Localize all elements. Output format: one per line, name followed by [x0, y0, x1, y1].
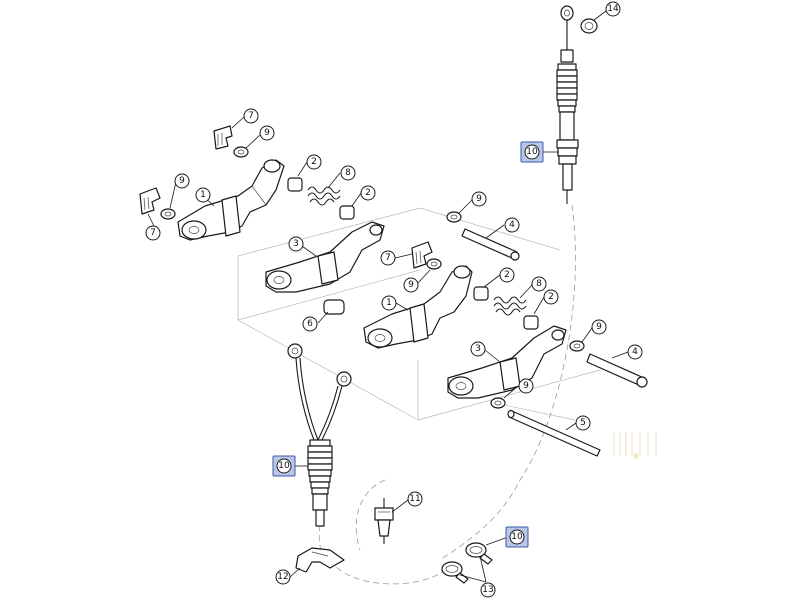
callout-14-label: 14: [607, 4, 619, 14]
part-9-washer-b: [160, 208, 176, 220]
dashed-routing-lines: [318, 204, 576, 585]
part-7-clip-left: [139, 187, 161, 215]
callout-8-a[interactable]: 8: [340, 165, 356, 181]
callout-9-a[interactable]: 9: [259, 125, 275, 141]
callout-1-b-label: 1: [386, 298, 392, 308]
callout-7-b[interactable]: 7: [145, 225, 161, 241]
callout-4-a[interactable]: 4: [504, 217, 520, 233]
part-2-bushing-a: [287, 177, 303, 192]
callout-8-a-label: 8: [345, 168, 351, 178]
callout-12-label: 12: [277, 572, 288, 582]
callout-9-f[interactable]: 9: [518, 378, 534, 394]
callout-1-a-label: 1: [200, 190, 206, 200]
part-1-lever-upper: [177, 159, 285, 241]
callout-1-b[interactable]: 1: [381, 295, 397, 311]
part-8-spring-upper: [307, 186, 341, 206]
callout-9-d[interactable]: 9: [403, 277, 419, 293]
leader-lines: [147, 10, 629, 583]
callout-7-c-label: 7: [385, 253, 391, 263]
callout-9-a-label: 9: [264, 128, 270, 138]
part-9-washer-e: [569, 340, 585, 352]
callout-4-a-label: 4: [509, 220, 515, 230]
callout-13[interactable]: 13: [480, 582, 496, 598]
callout-9-d-label: 9: [408, 280, 414, 290]
callout-4-b-label: 4: [632, 347, 638, 357]
callout-2-c-label: 2: [504, 270, 510, 280]
callout-7-b-label: 7: [150, 228, 156, 238]
callout-11[interactable]: 11: [407, 491, 423, 507]
callout-9-c-label: 9: [476, 194, 482, 204]
light-artifact: [613, 432, 657, 459]
callout-2-a[interactable]: 2: [306, 154, 322, 170]
part-13-clamps: [441, 542, 493, 584]
part-3-lever-upper: [265, 221, 385, 293]
callout-8-b-label: 8: [536, 279, 542, 289]
callout-1-a[interactable]: 1: [195, 187, 211, 203]
callout-10-bottom-label: 10: [511, 532, 523, 542]
callout-2-d-label: 2: [548, 292, 554, 302]
callout-9-f-label: 9: [523, 381, 529, 391]
callout-4-b[interactable]: 4: [627, 344, 643, 360]
callout-10-bottom[interactable]: 10: [505, 526, 529, 548]
callout-7-c[interactable]: 7: [380, 250, 396, 266]
callout-2-c[interactable]: 2: [499, 267, 515, 283]
callout-2-a-label: 2: [311, 157, 317, 167]
part-9-washer-a: [233, 146, 249, 158]
part-7-clip-upper: [213, 125, 233, 150]
callout-13-label: 13: [482, 585, 493, 595]
callout-12[interactable]: 12: [275, 569, 291, 585]
part-8-spring-lower: [493, 296, 527, 316]
callout-2-b-label: 2: [365, 188, 371, 198]
lower-cable-assembly: [287, 343, 352, 527]
callout-3-b[interactable]: 3: [470, 341, 486, 357]
lower-cable-bellows: [307, 439, 333, 495]
callout-7-a[interactable]: 7: [243, 108, 259, 124]
callout-11-label: 11: [409, 494, 420, 504]
part-4-rod-lower: [586, 353, 648, 388]
callout-9-c[interactable]: 9: [471, 191, 487, 207]
callout-9-b[interactable]: 9: [174, 173, 190, 189]
part-7-clip-mid: [411, 241, 433, 269]
callout-3-a[interactable]: 3: [288, 236, 304, 252]
callout-9-e[interactable]: 9: [591, 319, 607, 335]
callout-3-b-label: 3: [475, 344, 481, 354]
callout-6[interactable]: 6: [302, 316, 318, 332]
upper-cable-bellows: [556, 63, 578, 113]
callout-6-label: 6: [307, 319, 313, 329]
callout-9-b-label: 9: [179, 176, 185, 186]
part-9-washer-c: [446, 211, 462, 223]
part-12-clip: [295, 547, 345, 573]
part-5-shaft: [507, 409, 601, 457]
part-3-lever-lower: [447, 325, 567, 399]
part-2-bushing-b: [339, 205, 355, 220]
callout-10-lower[interactable]: 10: [272, 455, 296, 477]
callout-2-d[interactable]: 2: [543, 289, 559, 305]
callout-10-upper-label: 10: [526, 147, 538, 157]
part-1-lever-lower: [363, 265, 473, 349]
callout-5[interactable]: 5: [575, 415, 591, 431]
projection-lines: [237, 207, 601, 421]
callout-2-b[interactable]: 2: [360, 185, 376, 201]
part-2-bushing-d: [523, 315, 539, 330]
part-11-connector: [374, 498, 394, 544]
upper-cable-assembly: [556, 5, 598, 204]
part-9-washer-d: [426, 258, 442, 270]
callout-3-a-label: 3: [293, 239, 299, 249]
part-14-washer: [580, 18, 598, 34]
part-2-bushing-c: [473, 286, 489, 301]
callout-5-label: 5: [580, 418, 586, 428]
part-4-rod-upper: [461, 228, 520, 261]
callout-8-b[interactable]: 8: [531, 276, 547, 292]
callout-14[interactable]: 14: [605, 1, 621, 17]
callout-10-lower-label: 10: [278, 461, 290, 471]
callout-9-e-label: 9: [596, 322, 602, 332]
callout-7-a-label: 7: [248, 111, 254, 121]
part-6-bushing: [323, 299, 345, 315]
callout-10-upper[interactable]: 10: [520, 141, 544, 163]
part-9-washer-f: [490, 397, 506, 409]
